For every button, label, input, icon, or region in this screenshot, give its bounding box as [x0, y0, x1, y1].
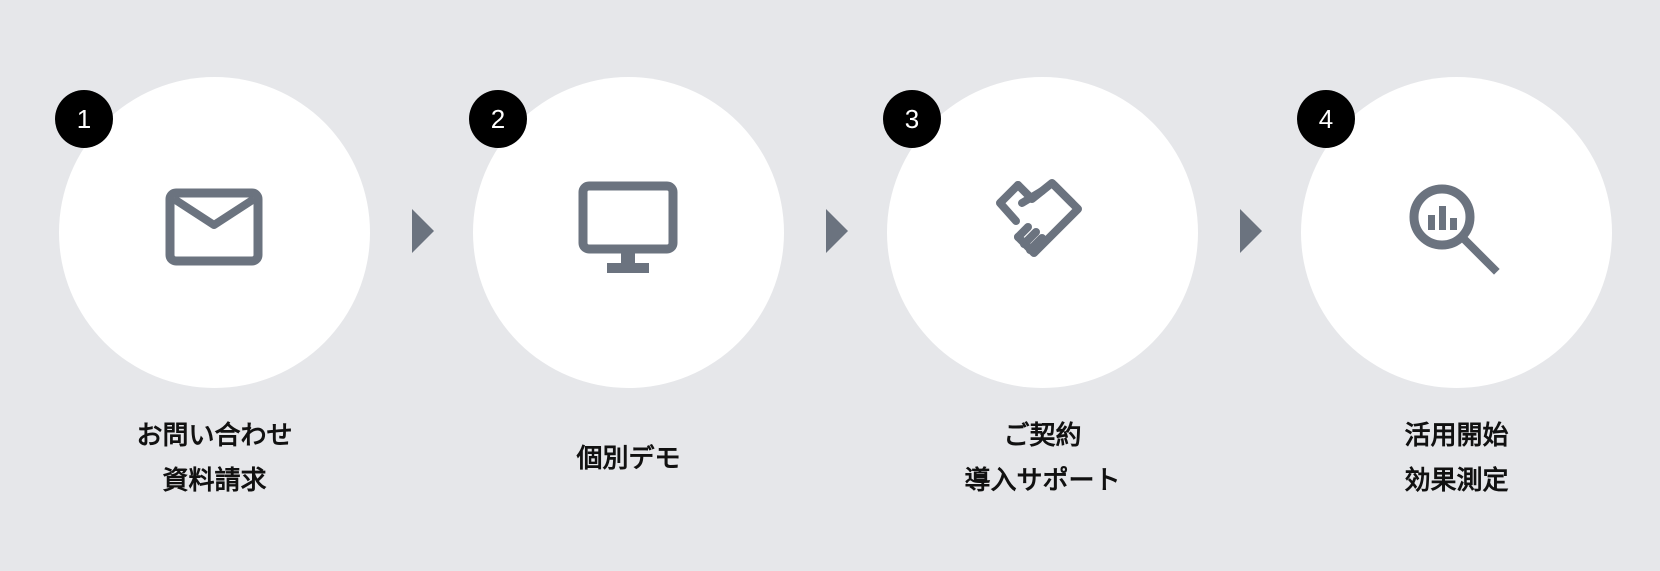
step-caption-line: 活用開始 — [1404, 421, 1509, 451]
step-caption-line: 個別デモ — [576, 443, 681, 474]
step-3: 3 ご契約 導入サポート — [870, 0, 1210, 571]
step-caption-line: ご契約 — [1003, 421, 1082, 451]
step-1: 1 お問い合わせ 資料請求 — [42, 0, 382, 571]
step-caption-line: お問い合わせ — [136, 421, 293, 451]
step-caption: お問い合わせ 資料請求 — [42, 414, 387, 504]
step-caption: ご契約 導入サポート — [870, 414, 1215, 504]
step-number-badge: 4 — [1297, 90, 1355, 148]
step-caption-line: 導入サポート — [964, 466, 1121, 496]
step-2: 2 個別デモ — [456, 0, 796, 571]
arrow-right-icon — [826, 209, 848, 253]
step-number-badge: 2 — [469, 90, 527, 148]
mail-icon — [164, 177, 264, 287]
step-caption-line: 資料請求 — [162, 466, 267, 496]
arrow-right-icon — [1240, 209, 1262, 253]
step-number-badge: 1 — [55, 90, 113, 148]
monitor-icon — [578, 177, 678, 287]
step-caption: 個別デモ — [456, 414, 801, 504]
analytics-search-icon — [1406, 177, 1506, 287]
handshake-icon — [992, 177, 1092, 287]
step-caption-line: 効果測定 — [1404, 466, 1509, 496]
step-caption: 活用開始 効果測定 — [1284, 414, 1629, 504]
step-number-badge: 3 — [883, 90, 941, 148]
step-4: 4 活用開始 効果測定 — [1284, 0, 1624, 571]
arrow-right-icon — [412, 209, 434, 253]
